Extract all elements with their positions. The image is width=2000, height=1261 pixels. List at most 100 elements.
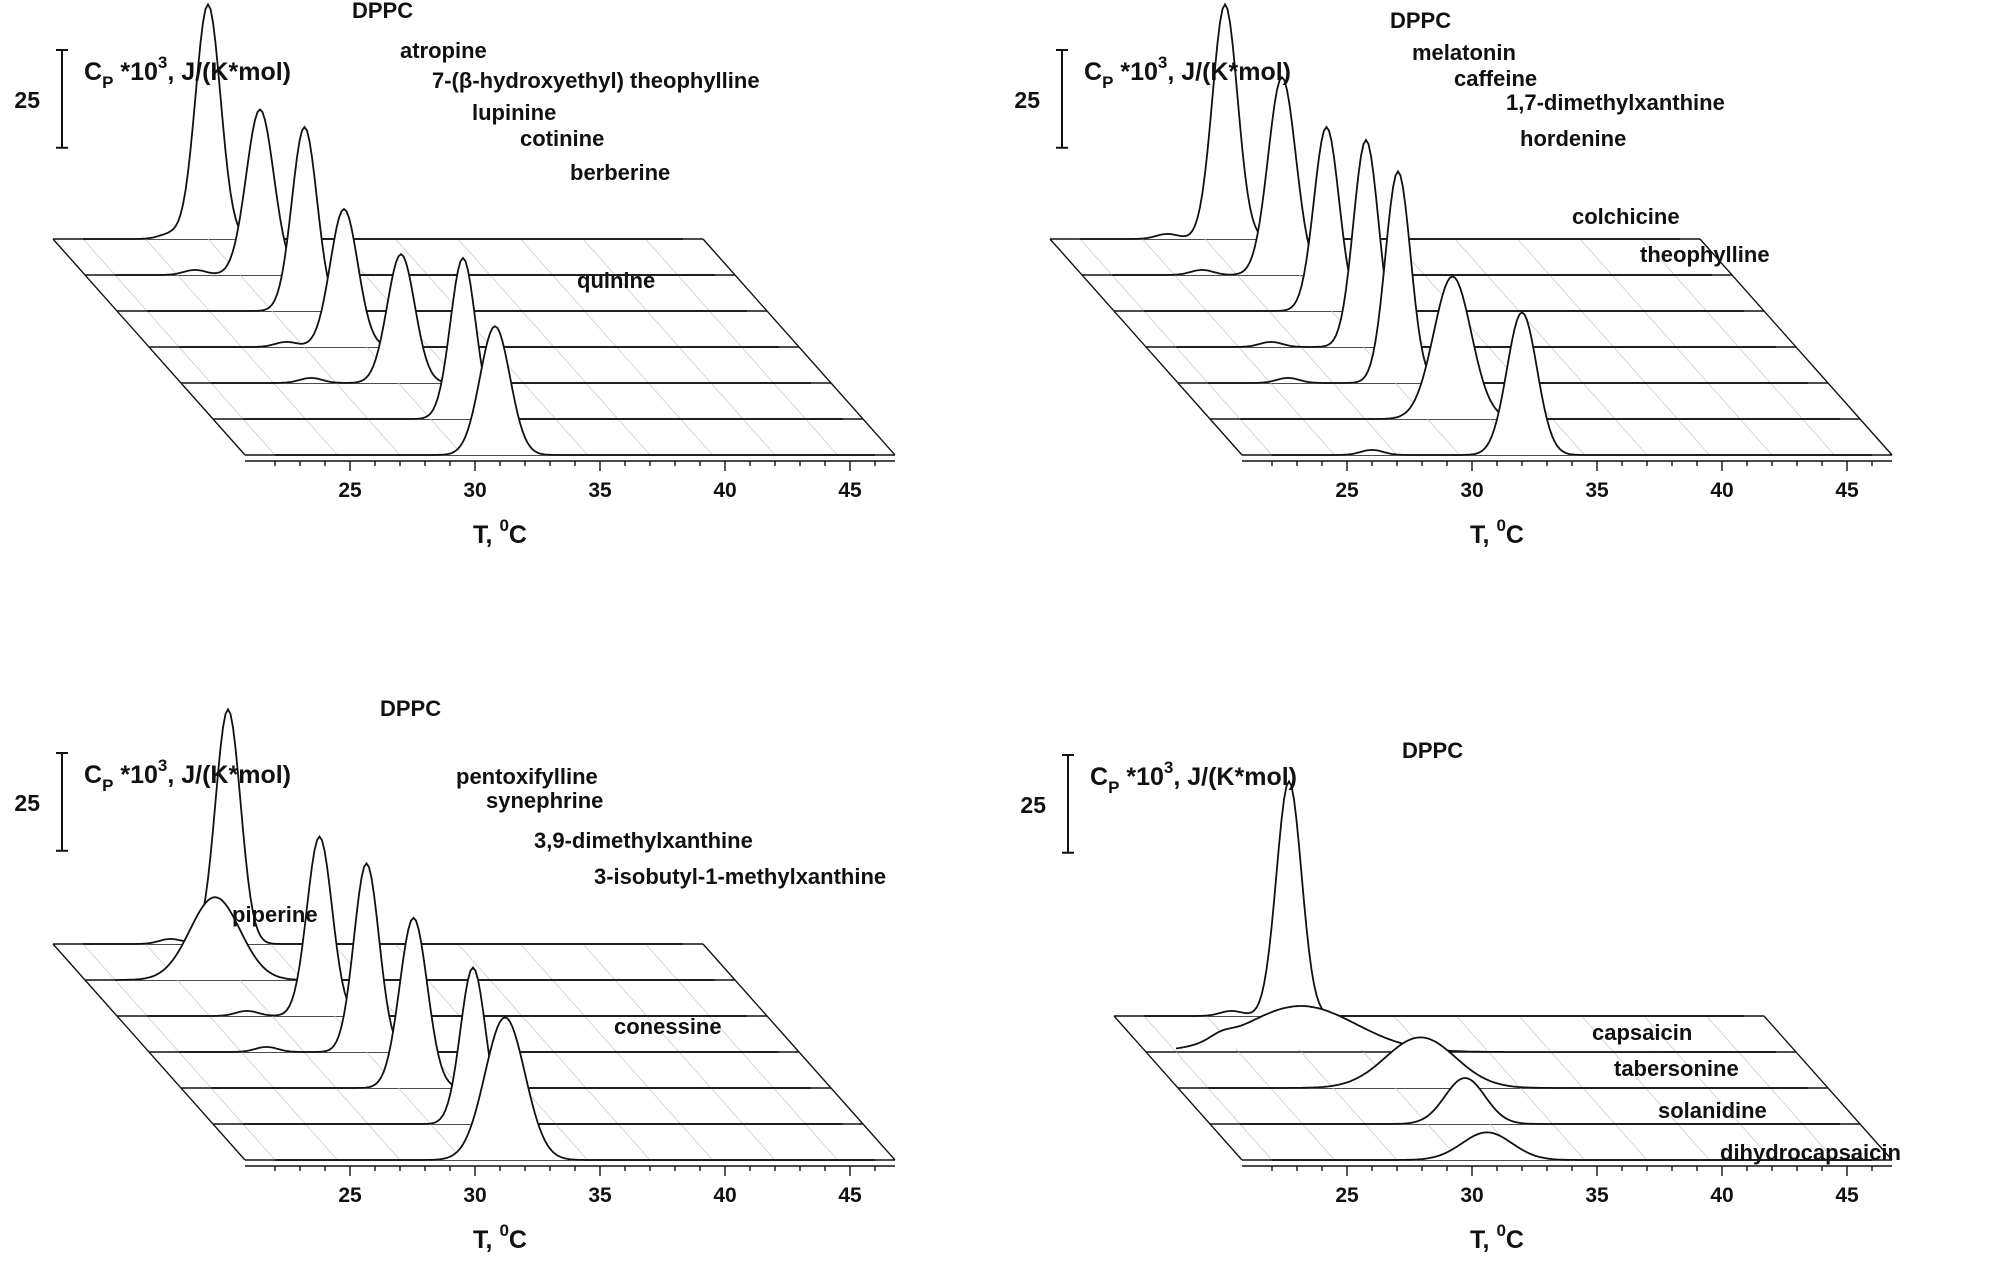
floor-grid-line <box>1239 418 1273 456</box>
x-axis-title: T, 0C <box>473 516 527 549</box>
floor-grid-line <box>210 382 244 420</box>
floor-grid-line <box>177 274 210 312</box>
floor-grid-line <box>553 346 587 384</box>
floor-grid-line <box>335 1087 369 1125</box>
floor-grid-line <box>241 346 274 384</box>
floor-left-edge <box>1049 238 1243 456</box>
series-label: 7-(β-hydroxyethyl) theophylline <box>432 68 760 93</box>
floor-grid-line <box>1739 1123 1773 1161</box>
floor-grid-line <box>677 274 710 312</box>
floor-grid-line <box>1549 274 1582 312</box>
floor-grid-line <box>1677 1123 1710 1161</box>
y-axis-title: CP *103, J/(K*mol) <box>84 53 291 92</box>
x-tick-label: 45 <box>838 1184 862 1207</box>
floor-grid-line <box>805 418 838 456</box>
floor-grid-line <box>271 1015 305 1053</box>
floor-grid-line <box>1364 418 1398 456</box>
floor-grid-line <box>1706 1015 1739 1053</box>
floor-grid-line <box>1207 1087 1241 1125</box>
floor-grid-line <box>1675 346 1709 384</box>
x-tick-label: 35 <box>588 479 612 502</box>
floor-grid-line <box>1675 1051 1709 1089</box>
floor-grid-line <box>177 979 210 1017</box>
floor-grid-line <box>677 979 710 1017</box>
floor-right-edge <box>1699 238 1893 456</box>
floor-right-edge <box>1763 1015 1893 1161</box>
series-label: berberine <box>570 160 670 185</box>
x-tick-label: 35 <box>1585 1184 1609 1207</box>
floor-grid-line <box>82 943 116 981</box>
trace-berberine <box>243 256 843 420</box>
series-label: 3,9-dimethylxanthine <box>534 828 753 853</box>
floor-right-edge <box>702 943 896 1161</box>
floor-grid-line <box>1300 346 1334 384</box>
floor-grid-line <box>1427 418 1460 456</box>
floor-grid-line <box>489 274 523 312</box>
series-label: quinine <box>577 268 655 293</box>
trace-3-isobutyl-1-methylxanthine <box>243 966 843 1125</box>
series-label: theophylline <box>1640 242 1770 267</box>
x-tick-label: 40 <box>1710 1184 1733 1207</box>
floor-grid-line <box>1645 1087 1678 1125</box>
floor-grid-line <box>710 382 744 420</box>
series-label: caffeine <box>1454 66 1537 91</box>
floor-grid-line <box>553 1051 587 1089</box>
series-label: dihydrocapsaicin <box>1720 1140 1901 1165</box>
floor-grid-line <box>1111 274 1145 312</box>
floor-grid-line <box>648 1087 681 1125</box>
scale-bar-value: 25 <box>1020 792 1046 818</box>
floor-grid-line <box>582 238 616 276</box>
trace-solanidine <box>1240 1077 1840 1125</box>
series-label: 1,7-dimethylxanthine <box>1506 90 1725 115</box>
floor-grid-line <box>114 979 148 1017</box>
floor-grid-line <box>335 382 369 420</box>
floor-grid-line <box>1488 1051 1521 1089</box>
floor-grid-line <box>1268 310 1302 348</box>
floor-grid-line <box>614 979 648 1017</box>
floor-grid-line <box>1143 310 1177 348</box>
floor-grid-line <box>646 1015 680 1053</box>
floor-grid-line <box>1302 418 1335 456</box>
floor-grid-line <box>1236 274 1270 312</box>
floor-grid-line <box>585 382 619 420</box>
x-tick-label: 45 <box>1835 479 1859 502</box>
floor-grid-line <box>1207 382 1241 420</box>
floor-grid-line <box>1706 310 1739 348</box>
y-axis-title: CP *103, J/(K*mol) <box>1090 758 1297 797</box>
floor-grid-line <box>210 1087 244 1125</box>
floor-grid-line <box>82 238 116 276</box>
floor-right-edge <box>702 238 896 456</box>
series-label: conessine <box>614 1014 722 1039</box>
floor-grid-line <box>614 274 648 312</box>
trace-capsaicin <box>1175 1005 1776 1053</box>
floor-grid-line <box>1613 346 1646 384</box>
series-label: colchicine <box>1572 204 1680 229</box>
floor-grid-line <box>427 979 460 1017</box>
x-tick-label: 25 <box>338 1184 362 1207</box>
floor-grid-line <box>1550 1051 1584 1089</box>
floor-grid-line <box>1206 310 1239 348</box>
floor-grid-line <box>1079 238 1113 276</box>
x-tick-label: 35 <box>1585 479 1609 502</box>
floor-grid-line <box>1802 1123 1835 1161</box>
floor-grid-line <box>1174 274 1207 312</box>
floor-grid-line <box>709 1015 742 1053</box>
floor-grid-line <box>1454 238 1488 276</box>
floor-grid-line <box>1518 1015 1552 1053</box>
y-axis-title: CP *103, J/(K*mol) <box>84 756 291 795</box>
floor-grid-line <box>1395 1087 1428 1125</box>
floor-grid-line <box>305 418 338 456</box>
trace-tabersonine <box>1208 1036 1808 1089</box>
trace-conessine <box>275 1016 875 1161</box>
floor-grid-line <box>242 418 276 456</box>
floor-grid-line <box>680 1123 713 1161</box>
trace-theophylline <box>1272 311 1872 456</box>
floor-grid-line <box>1802 418 1835 456</box>
floor-grid-line <box>303 1051 337 1089</box>
series-label: DPPC <box>1390 8 1451 33</box>
trace-pentoxifylline <box>147 835 747 1017</box>
floor-grid-line <box>1550 346 1584 384</box>
